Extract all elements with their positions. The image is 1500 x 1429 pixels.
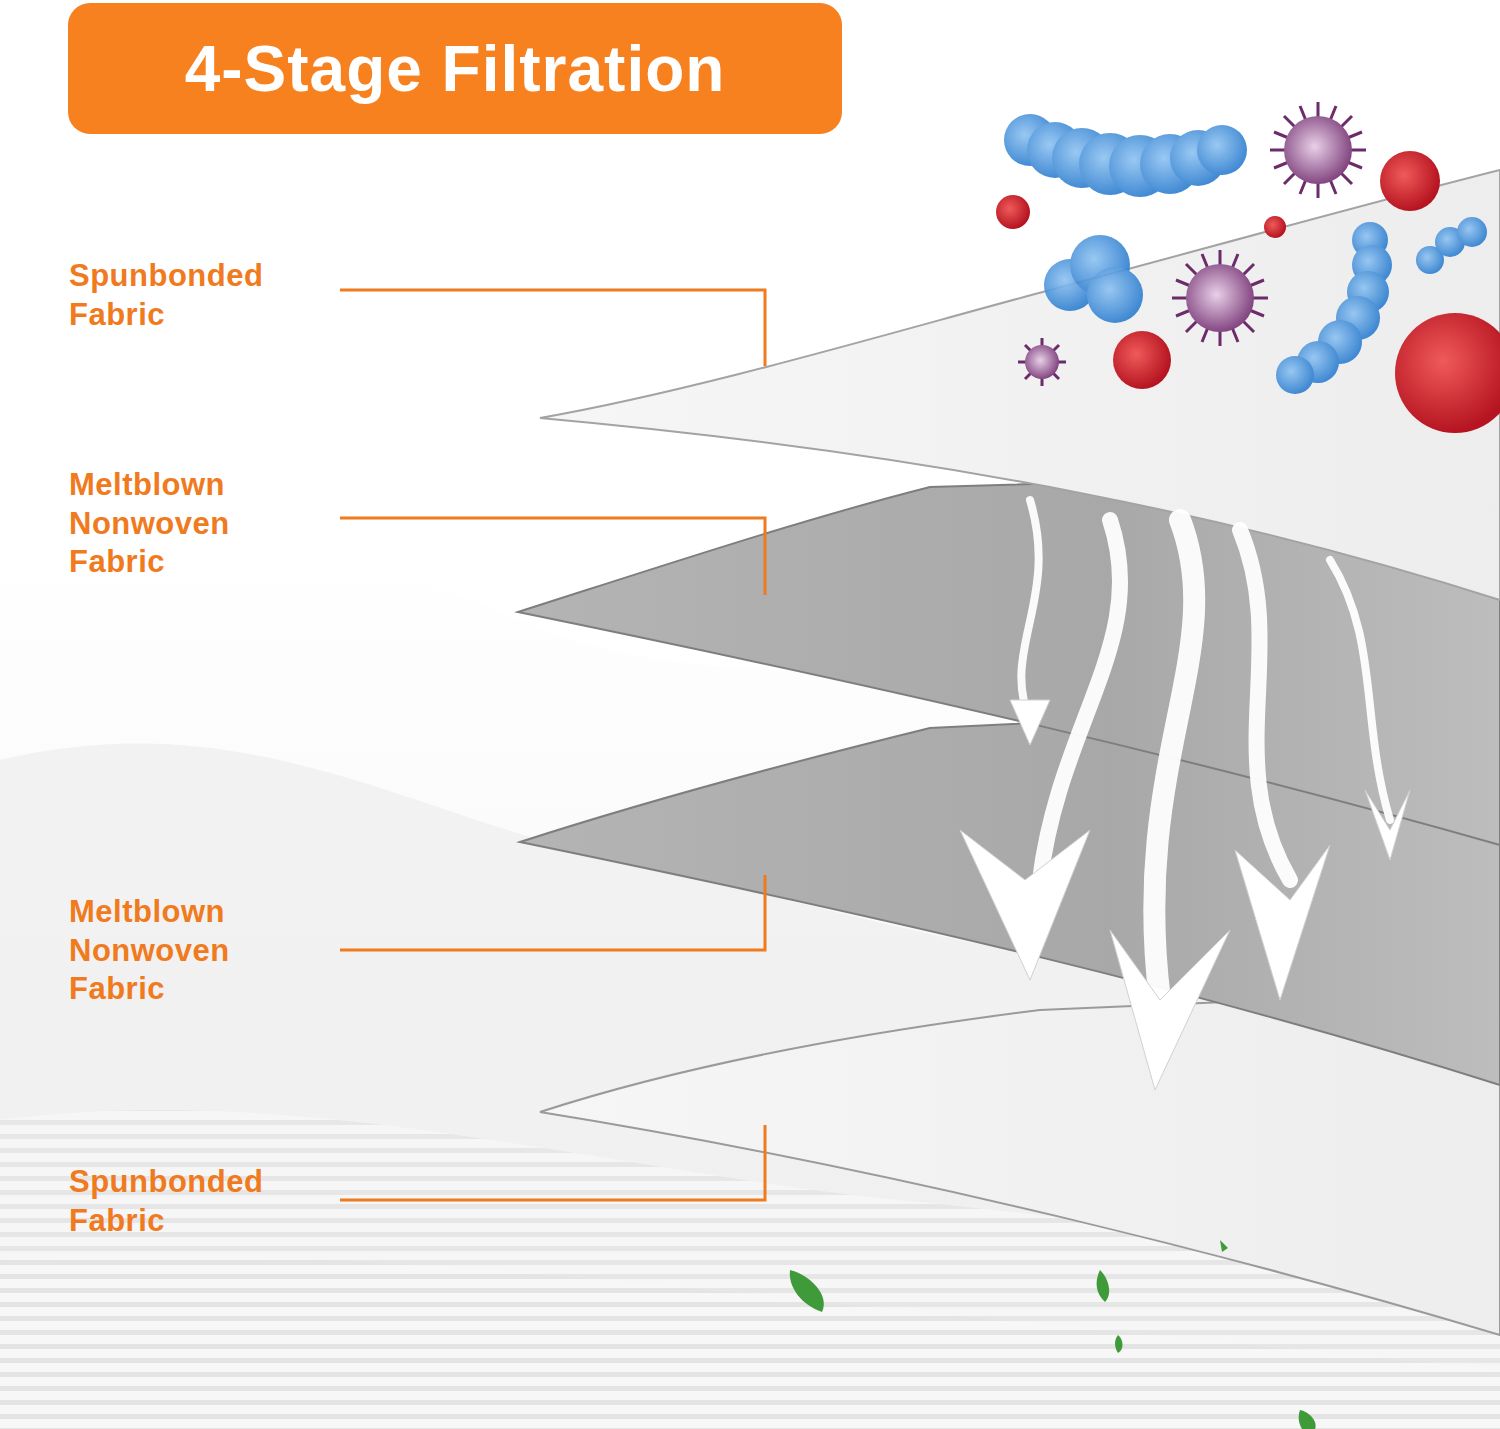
layer-label: Meltblown Nonwoven Fabric: [69, 466, 294, 582]
title-text: 4-Stage Filtration: [185, 32, 726, 106]
layer-label: Spunbonded Fabric: [69, 257, 294, 334]
layer-label: Meltblown Nonwoven Fabric: [69, 893, 294, 1009]
title-banner: 4-Stage Filtration: [68, 3, 842, 134]
layer-label: Spunbonded Fabric: [69, 1163, 294, 1240]
